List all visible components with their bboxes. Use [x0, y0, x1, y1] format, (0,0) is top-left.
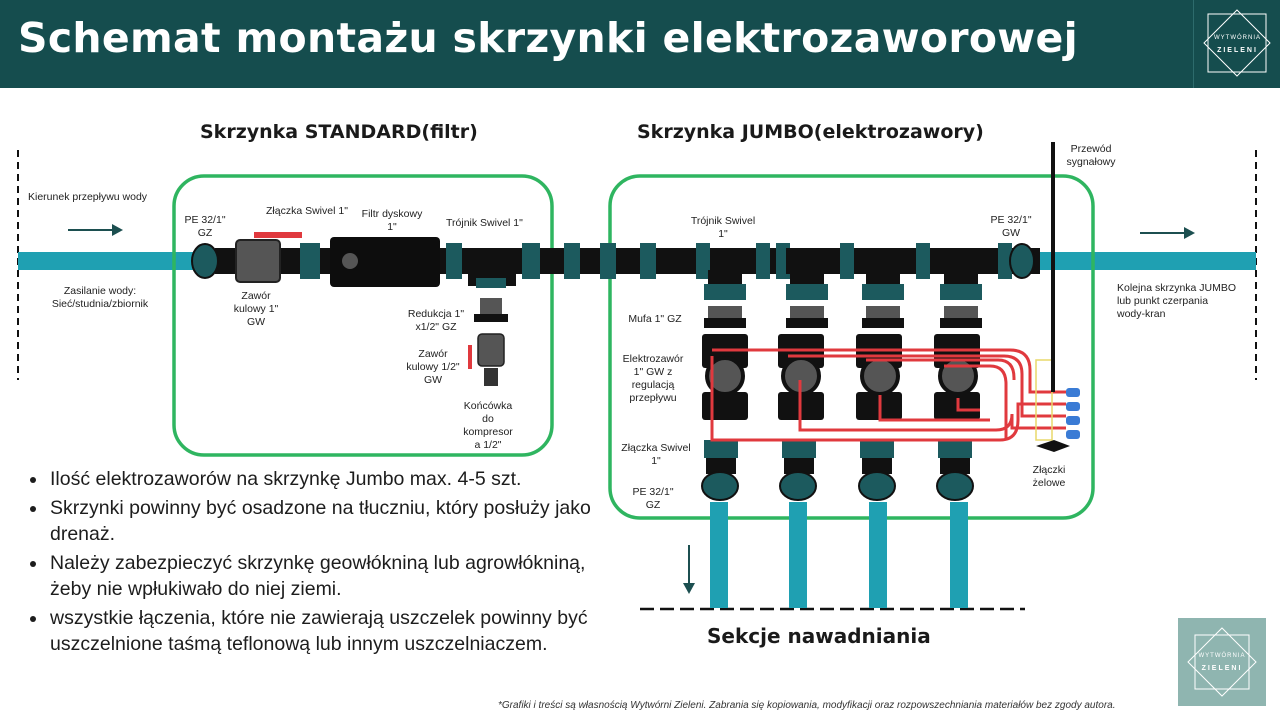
arrow-right-icon-in [68, 224, 123, 236]
gel-connector-tip-icon [1036, 440, 1070, 452]
jumbo-box [608, 174, 1095, 520]
reduction-label: Redukcja 1"x1/2" GZ [407, 308, 465, 333]
std-out-coupling [522, 243, 540, 279]
reduction-nut [474, 314, 508, 322]
ball-valve-half [477, 333, 505, 367]
compressor-tip [484, 368, 498, 386]
logo-line1: WYTWÓRNIA [1198, 653, 1246, 659]
disc-filter [330, 237, 440, 287]
pe-right-label: PE 32/1"GW [990, 214, 1032, 239]
mufa-label: Mufa 1" GZ [628, 313, 682, 325]
flow-direction-label: Kierunek przepływu wody [28, 191, 148, 203]
logo-line2: ZIELENI [1217, 47, 1258, 54]
reduction-fitting [480, 298, 502, 314]
pe-fitting-left [191, 243, 219, 279]
ball-valve-half-handle [468, 345, 472, 369]
logo-top-right: WYTWÓRNIA ZIELENI [1193, 0, 1280, 88]
valve-column-3 [840, 243, 930, 608]
logo-line2: ZIELENI [1201, 665, 1243, 672]
supply-pipe-in [18, 252, 193, 270]
valve-column-4 [934, 243, 1012, 608]
tee-std-outlet [476, 278, 506, 288]
filter-outlet-coupling [446, 243, 462, 279]
note-item: Należy zabezpieczyć skrzynkę geowłókniną… [48, 550, 628, 602]
gel-connector-icon [1066, 388, 1080, 439]
supply-label: Zasilanie wody:Sieć/studnia/zbiornik [51, 285, 149, 310]
logo-diamond-icon [1187, 627, 1257, 697]
ball-valve-handle [254, 232, 302, 238]
pe-left-label: PE 32/1"GZ [184, 214, 226, 239]
page-title: Schemat montażu skrzynki elektrozaworowe… [18, 14, 1078, 62]
pe-fitting-right [1009, 243, 1035, 279]
valve-wiring [710, 348, 1066, 442]
standard-box-title: Skrzynka STANDARD(filtr) [200, 121, 478, 143]
disc-filter-cap [342, 253, 358, 269]
arrow-down-icon [683, 545, 695, 594]
installation-notes: Ilość elektrozaworów na skrzynkę Jumbo m… [22, 466, 628, 660]
coupling-mid-3 [640, 243, 656, 279]
note-item: wszystkie łączenia, które nie zawierają … [48, 605, 628, 657]
pe-bottom-label: PE 32/1"GZ [632, 486, 674, 511]
ball-valve-1in [235, 239, 281, 283]
irrigation-sections-label: Sekcje nawadniania [707, 624, 931, 648]
swivel-top-label: Złączka Swivel 1" [266, 205, 348, 217]
copyright-footnote: *Grafiki i treści są własnością Wytwórni… [498, 700, 1116, 711]
note-item: Skrzynki powinny być osadzone na tłuczni… [48, 495, 628, 547]
valve-column-1 [696, 243, 770, 608]
header-bar: Schemat montażu skrzynki elektrozaworowe… [0, 0, 1280, 88]
coupling-mid-2 [600, 243, 616, 279]
valve-column-2 [776, 243, 840, 608]
supply-pipe-out [1038, 252, 1256, 270]
note-item: Ilość elektrozaworów na skrzynkę Jumbo m… [48, 466, 628, 492]
arrow-right-icon-out [1140, 227, 1195, 239]
logo-bottom-right: WYTWÓRNIA ZIELENI [1178, 618, 1266, 706]
coupling-mid-1 [564, 243, 580, 279]
tee-std-label: Trójnik Swivel 1" [446, 217, 523, 229]
signal-wire-bundle [1035, 359, 1053, 441]
swivel-coupling-std [300, 243, 320, 279]
logo-diamond-icon [1203, 9, 1271, 77]
jumbo-box-title: Skrzynka JUMBO(elektrozawory) [637, 121, 984, 143]
logo-line1: WYTWÓRNIA [1214, 35, 1261, 41]
standard-box [172, 174, 554, 457]
